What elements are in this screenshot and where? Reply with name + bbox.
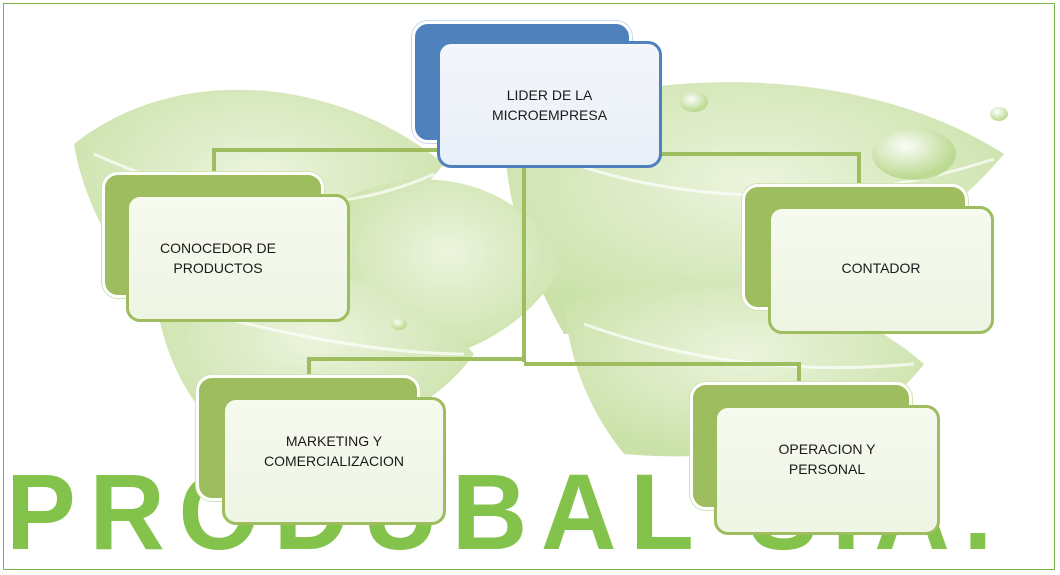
node-lider-label: LIDER DE LA MICROEMPRESA [491, 86, 608, 123]
node-contador: CONTADOR [742, 184, 994, 334]
node-lider: LIDER DE LA MICROEMPRESA [412, 21, 662, 168]
node-marketing-label: MARKETING Y COMERCIALIZACION [263, 433, 404, 469]
connector-marketing [307, 357, 524, 379]
node-marketing: MARKETING Y COMERCIALIZACION [196, 375, 446, 525]
water-drop [872, 128, 956, 180]
water-drop [990, 107, 1008, 121]
org-chart-frame: PRODUBAL S.A. LIDER DE LA MICROEMPRESA C… [3, 3, 1055, 570]
water-drop [391, 318, 407, 330]
connector-operacion [524, 362, 801, 386]
node-operacion-label: OPERACION Y PERSONAL [778, 441, 876, 477]
node-contador-label: CONTADOR [841, 260, 921, 276]
node-operacion: OPERACION Y PERSONAL [690, 382, 940, 535]
node-conocedor-label: CONOCEDOR DE PRODUCTOS [160, 240, 276, 276]
node-conocedor: CONOCEDOR DE PRODUCTOS [102, 172, 350, 322]
water-drop [680, 92, 708, 112]
